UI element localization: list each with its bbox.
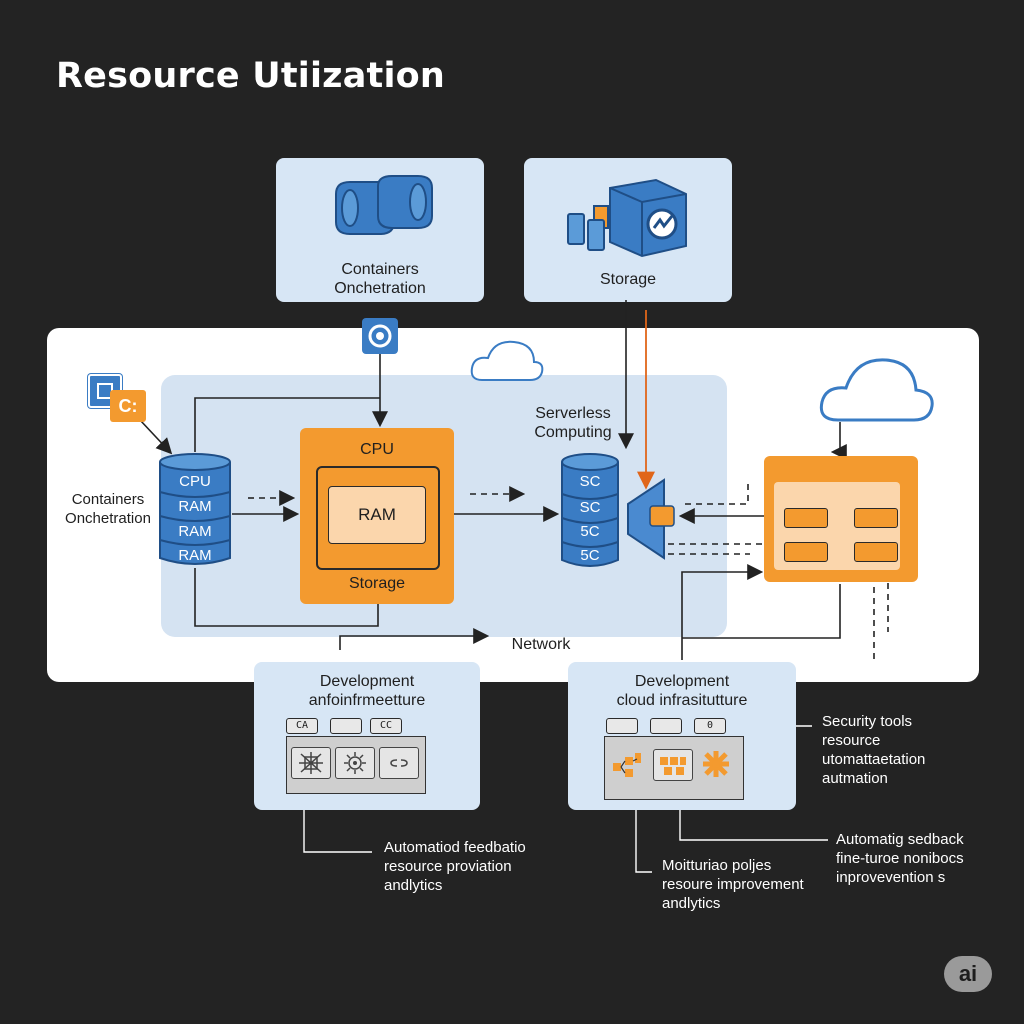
dev-infra-card-left: Development anfoinfrmeetture CA CC	[254, 662, 480, 810]
gateway-funnel-icon	[627, 478, 675, 560]
dev-infra-left-title: Development anfoinfrmeetture	[308, 673, 426, 709]
storage-card-label: Storage	[599, 271, 657, 288]
storage-label: Storage	[348, 575, 406, 592]
database-icon	[159, 453, 231, 565]
cpu-label: CPU	[360, 441, 394, 458]
resource-slot	[784, 508, 828, 528]
toolbar-chip[interactable]	[330, 718, 362, 734]
storage-card: Storage	[524, 158, 732, 302]
automated-feedback-note: Automatiod feedbatio resource proviation…	[384, 839, 526, 894]
toolbar-chip[interactable]: 0	[694, 718, 726, 734]
db-item: RAM	[178, 523, 212, 540]
tool-tray	[604, 736, 744, 800]
resource-slot	[784, 542, 828, 562]
resource-db-stack: CPU RAM RAM RAM	[158, 452, 232, 570]
network-label: Network	[511, 636, 571, 653]
star-burst-icon[interactable]	[697, 749, 735, 779]
link-icon[interactable]	[379, 747, 419, 779]
sc-item: 5C	[580, 523, 600, 540]
sync-icon	[362, 318, 398, 354]
app-badge-orange: C:	[110, 390, 146, 422]
ram-box: RAM	[328, 486, 426, 544]
cloud-resource-box	[764, 456, 918, 582]
ram-frame: RAM	[316, 466, 440, 570]
security-tools-note: Security tools resource utomattaetation …	[822, 713, 926, 787]
db-item: RAM	[178, 547, 212, 564]
tool-tray	[286, 736, 426, 794]
storage-cube-icon	[567, 178, 687, 258]
db-item: CPU	[179, 473, 211, 490]
toolbar-chip[interactable]: CA	[286, 718, 318, 734]
sc-item: 5C	[580, 547, 600, 564]
toolbar-chip[interactable]	[606, 718, 638, 734]
toolbar-chip[interactable]	[650, 718, 682, 734]
cloud-icon-small	[470, 340, 544, 381]
diagram-title: Resource Utiization	[56, 56, 446, 96]
gear-icon[interactable]	[335, 747, 375, 779]
resource-slot	[854, 542, 898, 562]
sc-item: SC	[579, 499, 601, 516]
containers-card-label: Containers Onchetration	[334, 261, 426, 297]
pipeline-icon[interactable]	[609, 751, 647, 781]
containers-card: Containers Onchetration	[276, 158, 484, 302]
cpu-box: CPU RAM Storage	[300, 428, 454, 604]
resource-slot	[854, 508, 898, 528]
cloud-icon-large	[819, 358, 934, 422]
automatic-feedback-note: Automatig sedback fine-turoe nonibocs in…	[836, 831, 964, 886]
serverless-label: Serverless Computing	[534, 405, 612, 441]
dev-infra-right-title: Development cloud infrasitutture	[616, 673, 748, 709]
serverless-db-stack: SC SC 5C 5C	[560, 452, 620, 572]
monitoring-note: Moitturiao poljes resoure improvement an…	[662, 857, 804, 912]
ai-watermark: ai	[944, 956, 992, 992]
network-grid-icon[interactable]	[291, 747, 331, 779]
badge-text: C:	[118, 396, 138, 416]
database-icon	[561, 453, 619, 567]
ram-label: RAM	[358, 505, 396, 524]
cluster-icon[interactable]	[653, 749, 693, 781]
containers-orchestration-label: Containers Onchetration	[65, 491, 151, 527]
db-item: RAM	[178, 498, 212, 515]
sc-item: SC	[579, 473, 601, 490]
container-cylinders-icon	[335, 175, 433, 235]
toolbar-chip[interactable]: CC	[370, 718, 402, 734]
refresh-icon	[368, 324, 392, 348]
dev-infra-card-right: Development cloud infrasitutture 0	[568, 662, 796, 810]
